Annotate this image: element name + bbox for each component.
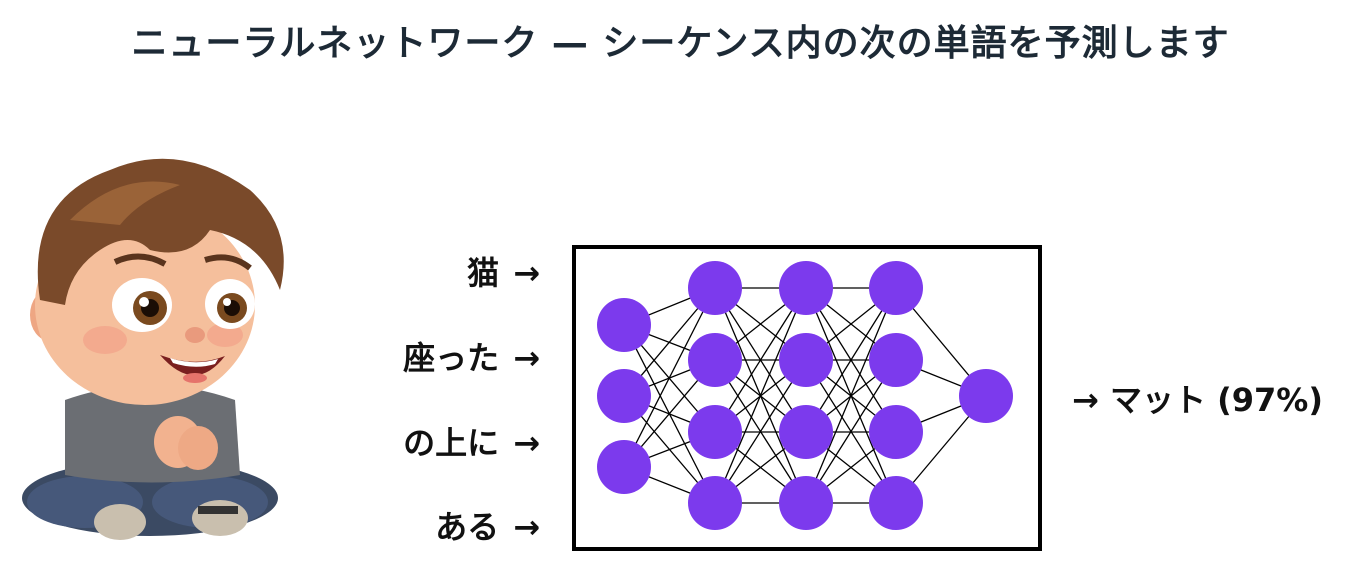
- network-edge: [714, 287, 807, 433]
- network-edge: [805, 287, 897, 504]
- input-node: [597, 298, 651, 352]
- arrow-right-icon: →: [513, 254, 540, 292]
- hidden-node: [688, 261, 742, 315]
- output-word: マット: [1109, 381, 1206, 419]
- hidden-node: [779, 476, 833, 530]
- input-word-row: の上に →: [403, 418, 540, 464]
- input-word: 座った: [403, 339, 500, 377]
- hidden-node: [688, 476, 742, 530]
- network-edge: [623, 287, 716, 468]
- network-edge: [805, 359, 897, 504]
- neural-network-diagram: [572, 245, 1042, 551]
- page-title: ニューラルネットワーク — シーケンス内の次の単語を予測します: [131, 23, 1230, 64]
- arrow-right-icon: →: [513, 339, 540, 377]
- input-word: 猫: [467, 254, 500, 292]
- output-node: [959, 369, 1013, 423]
- input-word-row: 猫→: [467, 248, 540, 294]
- input-word: の上に: [403, 424, 500, 462]
- network-edge: [714, 359, 807, 504]
- input-node: [597, 440, 651, 494]
- arrow-right-icon: →: [1072, 381, 1099, 419]
- hidden-node: [869, 405, 923, 459]
- hidden-node: [869, 261, 923, 315]
- hidden-node: [779, 261, 833, 315]
- boy-illustration: [22, 158, 284, 540]
- input-word-row: 座った →: [403, 333, 540, 379]
- arrow-right-icon: →: [513, 508, 540, 546]
- hidden-node: [869, 476, 923, 530]
- arrow-right-icon: →: [513, 424, 540, 462]
- hidden-node: [779, 333, 833, 387]
- hidden-node: [869, 333, 923, 387]
- input-word-row: ある →: [435, 502, 540, 548]
- hidden-node: [779, 405, 833, 459]
- network-nodes: [597, 261, 1013, 530]
- output-confidence: (97%): [1217, 381, 1323, 419]
- network-edge: [805, 287, 897, 433]
- hidden-node: [688, 333, 742, 387]
- input-node: [597, 369, 651, 423]
- hidden-node: [688, 405, 742, 459]
- network-edge: [714, 287, 807, 504]
- output-prediction: → マット (97%): [1072, 375, 1323, 421]
- input-word: ある: [435, 508, 500, 546]
